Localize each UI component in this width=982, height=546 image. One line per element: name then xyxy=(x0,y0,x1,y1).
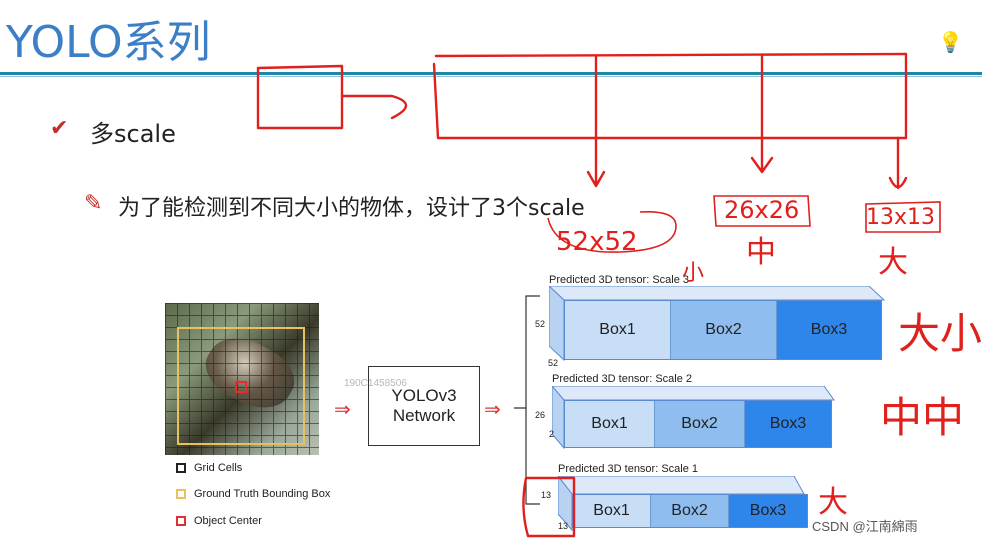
legend-item-grid-cells: Grid Cells xyxy=(176,462,242,474)
tensor-bracket xyxy=(514,295,540,505)
box1-cell-scale-3: Box1 xyxy=(565,301,671,359)
bird-grid-image xyxy=(165,303,319,455)
dim-side-scale-1: 13 xyxy=(541,490,552,500)
tensor-3d-scale-2 xyxy=(552,386,835,450)
object-center-marker xyxy=(235,381,247,393)
annot-mid-mid: 中中 xyxy=(880,393,964,442)
box2-cell-scale-3: Box2 xyxy=(671,301,777,359)
title-divider-secondary xyxy=(0,76,982,77)
bullet-three-scales: 为了能检测到不同大小的物体，设计了3个scale xyxy=(118,196,585,221)
slide-title: YOLO系列 xyxy=(6,17,211,68)
checkmark-icon: ✔ xyxy=(50,115,69,140)
legend-item-gt-box: Ground Truth Bounding Box xyxy=(176,488,330,500)
legend-swatch-center xyxy=(176,516,186,526)
annot-small: 小 xyxy=(682,261,704,286)
box2-cell-scale-2: Box2 xyxy=(655,401,745,447)
yolov3-network-box: YOLOv3 Network xyxy=(368,366,480,446)
legend-swatch-grid xyxy=(176,463,186,473)
title-divider xyxy=(0,72,982,75)
network-line2: Network xyxy=(392,406,456,425)
annot-mid: 中 xyxy=(746,235,776,270)
legend-label-object-center: Object Center xyxy=(194,515,262,527)
annot-large-2: 大 xyxy=(818,485,848,520)
dim-bottom-scale-2: 2 xyxy=(549,429,555,439)
annot-big-small: 大小 xyxy=(898,309,982,358)
csdn-watermark: CSDN @江南綿雨 xyxy=(812,519,918,534)
tensor-3d-scale-3 xyxy=(549,286,886,362)
box3-cell-scale-2: Box3 xyxy=(745,401,831,447)
arrow-to-tensors-icon: ⇒ xyxy=(484,399,501,421)
box3-cell-scale-1: Box3 xyxy=(729,495,807,527)
annot-26x26: 26x26 xyxy=(724,196,799,224)
arrow-to-network-icon: ⇒ xyxy=(334,399,351,421)
box3-cell-scale-3: Box3 xyxy=(777,301,881,359)
box1-cell-scale-2: Box1 xyxy=(565,401,655,447)
legend-swatch-gt xyxy=(176,489,186,499)
legend-item-object-center: Object Center xyxy=(176,515,262,527)
box2-cell-scale-1: Box2 xyxy=(651,495,729,527)
ground-truth-bounding-box xyxy=(177,327,305,445)
legend-label-gt-box: Ground Truth Bounding Box xyxy=(194,488,331,500)
dim-side-scale-3: 52 xyxy=(535,319,546,329)
pencil-icon: ✎ xyxy=(84,190,103,215)
tensor-front-scale-2: Box1 Box2 Box3 xyxy=(564,400,832,448)
dim-bottom-scale-3: 52 xyxy=(548,358,559,368)
box1-cell-scale-1: Box1 xyxy=(573,495,651,527)
tensor-label-scale-1: Predicted 3D tensor: Scale 1 xyxy=(558,463,699,475)
legend-label-grid-cells: Grid Cells xyxy=(194,462,243,474)
dim-side-scale-2: 26 xyxy=(535,410,546,420)
annot-13x13: 13x13 xyxy=(866,205,935,230)
tensor-front-scale-3: Box1 Box2 Box3 xyxy=(564,300,882,360)
bullet-multi-scale: 多scale xyxy=(90,120,176,148)
tensor-label-scale-3: Predicted 3D tensor: Scale 3 xyxy=(549,274,690,286)
annot-large: 大 xyxy=(878,245,908,280)
ghost-watermark-text: 190C1458506 xyxy=(344,378,407,389)
dim-bottom-scale-1: 13 xyxy=(558,521,569,531)
tensor-label-scale-2: Predicted 3D tensor: Scale 2 xyxy=(552,373,693,385)
lightbulb-icon[interactable]: 💡 xyxy=(938,32,963,54)
network-line1: YOLOv3 xyxy=(391,386,457,405)
tensor-front-scale-1: Box1 Box2 Box3 xyxy=(572,494,808,528)
